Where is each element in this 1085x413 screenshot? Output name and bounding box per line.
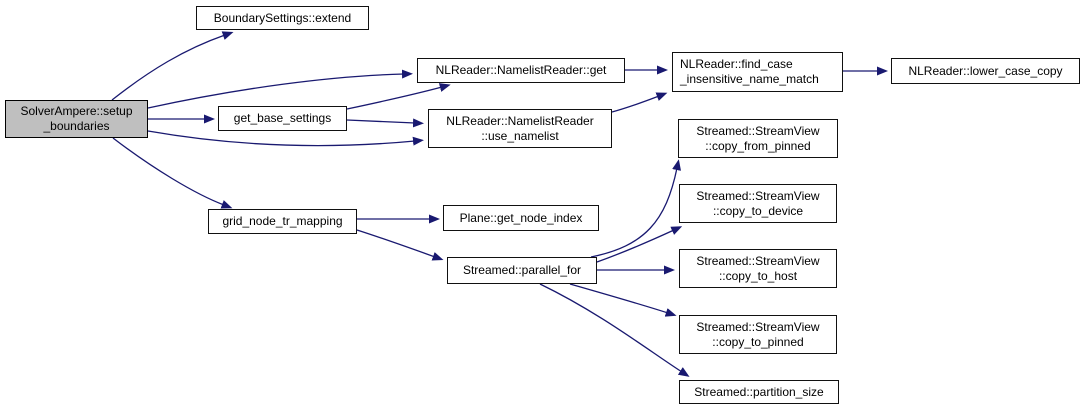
node-streamed-streamview-copy-to-host[interactable]: Streamed::StreamView ::copy_to_host xyxy=(679,249,837,288)
edge-grid_node_tr_mapping-parallel_for xyxy=(356,229,444,261)
node-label: ::use_namelist xyxy=(481,128,559,143)
edge-setup_boundaries-extend xyxy=(111,31,234,101)
edge-get_base_settings-namelist_get xyxy=(346,83,451,110)
edge-parallel_for-copy_to_device xyxy=(596,226,683,263)
node-plane-get-node-index[interactable]: Plane::get_node_index xyxy=(443,205,599,231)
node-solverampere-setup-boundaries[interactable]: SolverAmpere::setup _boundaries xyxy=(5,100,148,138)
node-label: NLReader::NamelistReader::get xyxy=(435,63,607,77)
edge-use_namelist-find_case_insensitive_name_match xyxy=(611,92,668,113)
node-label: NLReader::NamelistReader xyxy=(446,113,594,128)
node-label: NLReader::find_case xyxy=(680,57,793,71)
edge-parallel_for-copy_to_pinned xyxy=(569,283,677,317)
node-label: ::copy_to_device xyxy=(712,203,804,218)
node-label: ::copy_to_host xyxy=(718,268,798,283)
node-label: _boundaries xyxy=(43,119,110,133)
node-get-base-settings[interactable]: get_base_settings xyxy=(218,106,347,131)
node-nlreader-namelistreader-get[interactable]: NLReader::NamelistReader::get xyxy=(417,58,625,83)
edge-setup_boundaries-grid_node_tr_mapping xyxy=(112,137,233,209)
node-label: Plane::get_node_index xyxy=(459,210,583,225)
node-nlreader-find-case-insensitive-name-match[interactable]: NLReader::find_case _insensitive_name_ma… xyxy=(672,52,843,92)
node-label: Streamed::StreamView xyxy=(696,253,820,268)
node-grid-node-tr-mapping[interactable]: grid_node_tr_mapping xyxy=(208,209,357,234)
edge-setup_boundaries-namelist_get xyxy=(147,69,413,109)
node-nlreader-namelistreader-use-namelist[interactable]: NLReader::NamelistReader ::use_namelist xyxy=(428,109,612,148)
node-streamed-parallel-for[interactable]: Streamed::parallel_for xyxy=(447,257,597,284)
edge-parallel_for-copy_from_pinned xyxy=(590,159,681,258)
node-label: SolverAmpere::setup xyxy=(20,104,133,118)
node-label: Streamed::StreamView xyxy=(696,188,820,203)
node-label: Streamed::StreamView xyxy=(696,123,820,138)
node-nlreader-lower-case-copy[interactable]: NLReader::lower_case_copy xyxy=(891,58,1080,84)
node-streamed-streamview-copy-from-pinned[interactable]: Streamed::StreamView ::copy_from_pinned xyxy=(678,119,838,158)
edge-parallel_for-partition_size xyxy=(539,283,690,377)
edge-get_base_settings-use_namelist xyxy=(346,118,424,128)
node-label: ::copy_from_pinned xyxy=(705,138,811,153)
node-label: ::copy_to_pinned xyxy=(712,334,804,349)
node-label: Streamed::StreamView xyxy=(696,319,820,334)
node-label: BoundarySettings::extend xyxy=(213,10,352,25)
node-label: get_base_settings xyxy=(233,111,332,125)
node-streamed-streamview-copy-to-device[interactable]: Streamed::StreamView ::copy_to_device xyxy=(679,184,837,223)
node-streamed-partition-size[interactable]: Streamed::partition_size xyxy=(679,380,839,404)
node-label: _insensitive_name_match xyxy=(680,72,819,86)
node-label: NLReader::lower_case_copy xyxy=(908,63,1063,78)
edge-setup_boundaries-use_namelist xyxy=(147,130,424,147)
node-boundarysettings-extend[interactable]: BoundarySettings::extend xyxy=(196,6,369,30)
node-label: grid_node_tr_mapping xyxy=(222,214,343,228)
node-label: Streamed::parallel_for xyxy=(462,263,582,277)
node-label: Streamed::partition_size xyxy=(694,384,824,399)
node-streamed-streamview-copy-to-pinned[interactable]: Streamed::StreamView ::copy_to_pinned xyxy=(679,315,837,354)
